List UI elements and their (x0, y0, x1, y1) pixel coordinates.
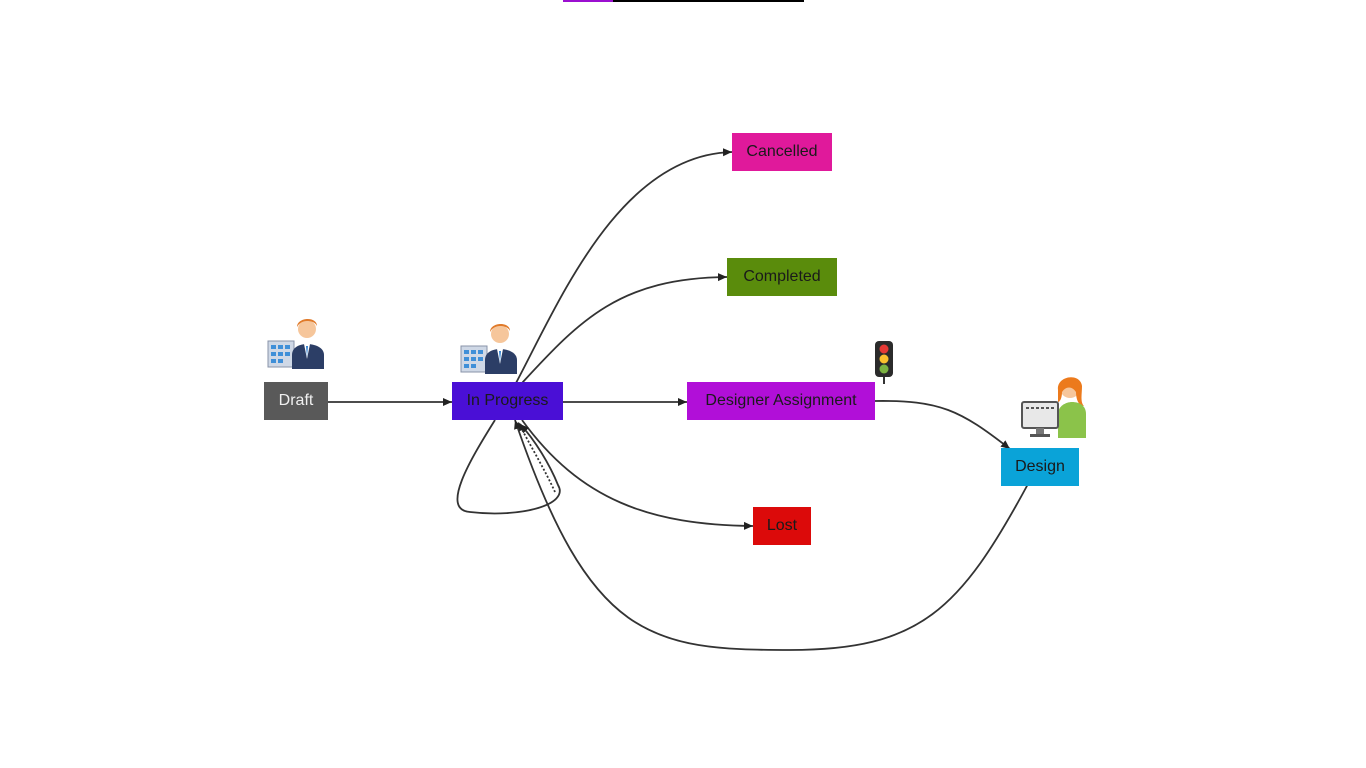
edge-in-progress-to-lost (521, 419, 754, 530)
state-label-cancelled: Cancelled (746, 143, 818, 160)
state-label-in-progress: In Progress (466, 392, 549, 409)
edge-lost-to-in-progress (517, 421, 556, 493)
edge-in-progress-self-loop (456, 419, 561, 515)
state-node-design[interactable]: Design (1001, 448, 1079, 486)
top-indicator-line (613, 0, 804, 2)
state-label-completed: Completed (743, 268, 821, 285)
state-node-lost[interactable]: Lost (753, 507, 811, 545)
businessman-office-icon (460, 323, 517, 374)
businessman-office-icon (267, 318, 324, 369)
state-node-draft[interactable]: Draft (264, 382, 328, 420)
state-node-completed[interactable]: Completed (727, 258, 837, 296)
state-label-design: Design (1015, 458, 1065, 475)
state-node-cancelled[interactable]: Cancelled (732, 133, 832, 171)
top-indicator-accent (563, 0, 613, 2)
traffic-light-icon (875, 341, 893, 384)
edge-in-progress-to-cancelled (515, 148, 733, 384)
edge-in-progress-to-completed (521, 273, 728, 384)
state-node-designer-assignment[interactable]: Designer Assignment (687, 382, 875, 420)
top-indicator-bar (563, 0, 804, 2)
state-label-lost: Lost (766, 517, 798, 534)
state-label-designer-assignment: Designer Assignment (705, 392, 857, 409)
state-node-in-progress[interactable]: In Progress (452, 382, 563, 420)
state-label-draft: Draft (278, 392, 314, 409)
designer-computer-icon (1021, 377, 1086, 438)
edge-design-to-in-progress (514, 419, 1029, 651)
edge-designer-assignment-to-design (874, 400, 1011, 450)
